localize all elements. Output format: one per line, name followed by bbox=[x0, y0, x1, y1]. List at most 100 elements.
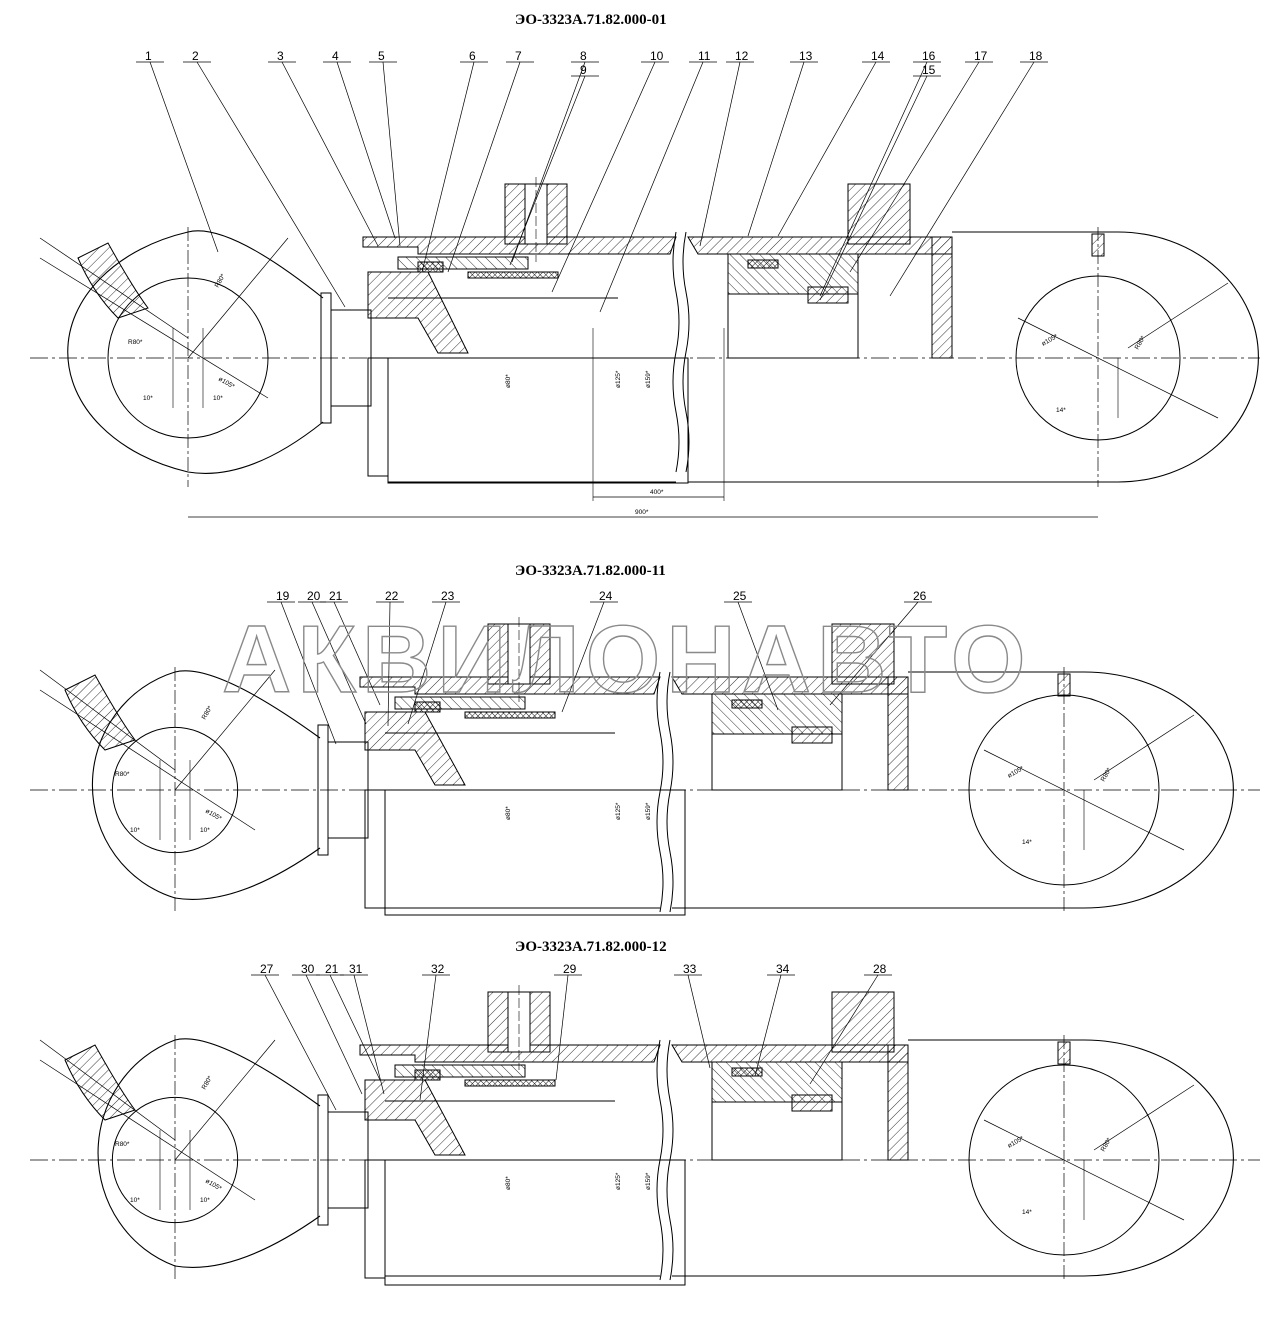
callout-leader bbox=[819, 61, 928, 297]
callout-number: 11 bbox=[698, 49, 711, 63]
leader bbox=[1093, 1084, 1195, 1151]
wear-ring bbox=[464, 1079, 556, 1087]
callout-number: 21 bbox=[329, 589, 343, 603]
callout-number: 32 bbox=[431, 962, 445, 976]
eye-section-hatch bbox=[64, 1044, 136, 1121]
callout-leader bbox=[737, 601, 779, 711]
left-eye-outline bbox=[67, 230, 324, 474]
leader bbox=[39, 257, 269, 399]
cylinder-view-2: ø80*ø125*ø159*R80*R80*ø105*10*10*ø105*R8… bbox=[30, 589, 1260, 916]
callout-leader bbox=[353, 974, 385, 1095]
cylinder-view-3: ø80*ø125*ø159*R80*R80*ø105*10*10*ø105*R8… bbox=[30, 962, 1260, 1286]
gland-section bbox=[364, 1079, 466, 1156]
leader bbox=[39, 669, 176, 771]
callout-leader bbox=[777, 61, 877, 237]
dim-offset-left: 10* bbox=[130, 827, 140, 834]
callout-number: 24 bbox=[599, 589, 613, 603]
break-line bbox=[656, 671, 664, 913]
callout-number: 21 bbox=[325, 962, 339, 976]
leader bbox=[174, 669, 276, 791]
break-line bbox=[672, 231, 680, 473]
callout-number: 3 bbox=[277, 49, 284, 63]
port-boss-right bbox=[847, 183, 911, 245]
callout-number: 20 bbox=[307, 589, 321, 603]
eye-section-hatch bbox=[77, 242, 149, 319]
callout-number: 26 bbox=[913, 589, 927, 603]
callout-number: 27 bbox=[260, 962, 274, 976]
piston-body bbox=[727, 293, 859, 359]
callout-number: 13 bbox=[799, 49, 813, 63]
callout-leader bbox=[819, 75, 928, 301]
callout-leader bbox=[280, 601, 337, 745]
callout-number: 25 bbox=[733, 589, 747, 603]
dim-rod: ø80* bbox=[505, 374, 512, 388]
piston-seal bbox=[747, 259, 779, 269]
dim-offset-left: 10* bbox=[143, 395, 153, 402]
piston-rod bbox=[384, 789, 686, 916]
dim-eye-diameter: ø105* bbox=[204, 808, 223, 823]
callout-number: 5 bbox=[378, 49, 385, 63]
head-section bbox=[931, 236, 953, 359]
callout-number: 2 bbox=[192, 49, 199, 63]
dim-eye-radius: R80* bbox=[128, 339, 143, 346]
leader bbox=[39, 1059, 256, 1201]
break-line bbox=[666, 671, 674, 913]
dim-rod: ø80* bbox=[505, 1176, 512, 1190]
callout-leader bbox=[149, 61, 219, 253]
break-line bbox=[656, 1039, 664, 1281]
drawing-title-11: ЭО-3323А.71.82.000-11 bbox=[515, 563, 666, 579]
leader bbox=[174, 1039, 276, 1161]
callout-leader bbox=[561, 601, 605, 713]
dim-stroke: 400* bbox=[650, 489, 664, 496]
dim-offset-left: 10* bbox=[130, 1197, 140, 1204]
callout-number: 23 bbox=[441, 589, 455, 603]
dim-eye-diameter: ø105* bbox=[1007, 1135, 1026, 1150]
callout-number: 34 bbox=[776, 962, 790, 976]
callout-leader bbox=[407, 601, 447, 725]
dim-outer: ø159* bbox=[645, 802, 652, 820]
dim-outer: ø159* bbox=[645, 1172, 652, 1190]
callout-leader bbox=[747, 61, 805, 237]
callout-number: 1 bbox=[145, 49, 152, 63]
callout-number: 18 bbox=[1029, 49, 1043, 63]
callout-number: 8 bbox=[580, 49, 587, 63]
leader bbox=[39, 1039, 176, 1141]
callout-leader bbox=[382, 61, 401, 247]
callout-leader bbox=[829, 601, 919, 706]
left-eye-outline bbox=[97, 1038, 321, 1268]
dim-eye-radius: R80* bbox=[201, 705, 215, 721]
break-line bbox=[666, 1039, 674, 1281]
gland-section bbox=[364, 711, 466, 786]
dim-eye-diameter: ø105* bbox=[217, 376, 236, 391]
drawing-title-01: ЭО-3323А.71.82.000-01 bbox=[515, 12, 667, 28]
dim-eye-offset: 14* bbox=[1056, 407, 1066, 414]
dim-outer: ø159* bbox=[645, 370, 652, 388]
gland-section bbox=[367, 271, 469, 354]
piston-body bbox=[711, 733, 843, 791]
leader bbox=[39, 689, 256, 831]
callout-leader bbox=[311, 601, 367, 725]
callout-leader bbox=[264, 974, 337, 1111]
dim-length: 900* bbox=[635, 509, 649, 516]
callout-leader bbox=[387, 601, 391, 727]
drawing-title-12: ЭО-3323А.71.82.000-12 bbox=[515, 939, 667, 955]
callout-leader bbox=[754, 974, 782, 1077]
callout-leader bbox=[599, 61, 704, 313]
callout-number: 6 bbox=[469, 49, 476, 63]
callout-leader bbox=[447, 61, 521, 273]
right-eye-outline bbox=[942, 231, 1259, 483]
callout-number: 33 bbox=[683, 962, 697, 976]
right-eye-outline bbox=[898, 671, 1234, 909]
callout-leader bbox=[687, 974, 711, 1069]
piston-seal bbox=[731, 699, 763, 709]
dim-offset-right: 10* bbox=[200, 1197, 210, 1204]
cylinder-tube-section-right bbox=[687, 236, 953, 255]
callout-leader bbox=[551, 61, 656, 293]
callout-leader bbox=[421, 61, 475, 273]
callout-leader bbox=[809, 974, 879, 1085]
dim-bore: ø125* bbox=[615, 1172, 622, 1190]
right-eye-outline bbox=[898, 1039, 1234, 1277]
grease-fitting bbox=[1091, 233, 1105, 257]
